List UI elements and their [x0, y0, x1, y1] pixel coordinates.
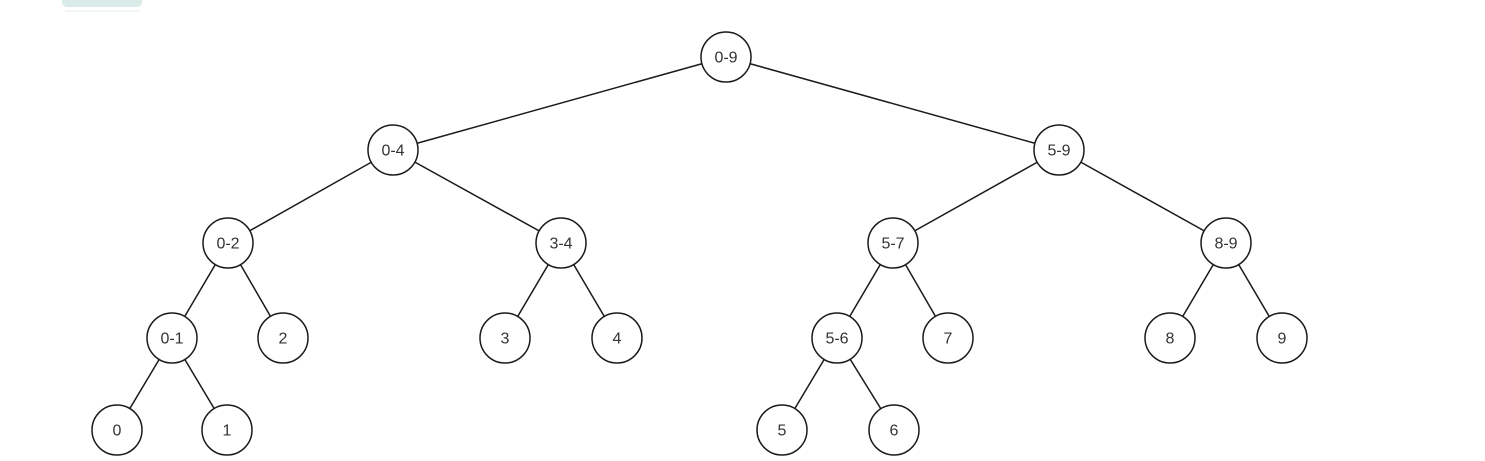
- node-label: 8: [1166, 331, 1175, 348]
- tree-node-5-7: 5-7: [867, 217, 919, 269]
- node-label: 3: [501, 331, 510, 348]
- node-circle: [756, 404, 808, 456]
- tree-edge-5-9-to-8-9: [1058, 149, 1227, 244]
- node-label: 0-4: [381, 143, 404, 160]
- node-label: 6: [890, 423, 899, 440]
- tree-edge-0-4-to-3-4: [392, 149, 562, 244]
- node-circle: [868, 404, 920, 456]
- tree-edge-5-9-to-5-7: [892, 149, 1060, 244]
- node-label: 7: [944, 331, 953, 348]
- node-circle: [867, 217, 919, 269]
- node-circle: [91, 404, 143, 456]
- tree-node-7: 7: [922, 312, 974, 364]
- node-circle: [591, 312, 643, 364]
- node-circle: [1200, 217, 1252, 269]
- tree-node-5-9: 5-9: [1033, 124, 1085, 176]
- tree-node-3: 3: [479, 312, 531, 364]
- tree-edge-0-9-to-5-9: [725, 56, 1060, 151]
- node-label: 9: [1278, 331, 1287, 348]
- tree-node-2: 2: [257, 312, 309, 364]
- tree-node-8-9: 8-9: [1200, 217, 1252, 269]
- node-label: 3-4: [549, 236, 572, 253]
- tree-node-5-6: 5-6: [811, 312, 863, 364]
- partial-button-shadow: [65, 10, 140, 12]
- tree-node-0-4: 0-4: [367, 124, 419, 176]
- node-circle: [811, 312, 863, 364]
- node-label: 5-9: [1047, 143, 1070, 160]
- tree-edge-0-4-to-0-2: [227, 149, 394, 244]
- tree-node-3-4: 3-4: [535, 217, 587, 269]
- node-circle: [201, 404, 253, 456]
- node-circle: [1033, 124, 1085, 176]
- node-circle: [922, 312, 974, 364]
- node-circle: [535, 217, 587, 269]
- node-label: 2: [279, 331, 288, 348]
- node-circle: [367, 124, 419, 176]
- node-circle: [479, 312, 531, 364]
- node-label: 0-1: [160, 331, 183, 348]
- node-circle: [146, 312, 198, 364]
- node-label: 5-7: [881, 236, 904, 253]
- node-circle: [1256, 312, 1308, 364]
- tree-edge-0-9-to-0-4: [392, 56, 727, 151]
- node-label: 0-2: [216, 236, 239, 253]
- node-circle: [202, 217, 254, 269]
- tree-node-6: 6: [868, 404, 920, 456]
- node-label: 4: [613, 331, 622, 348]
- tree-node-5: 5: [756, 404, 808, 456]
- tree-node-9: 9: [1256, 312, 1308, 364]
- tree-node-0-2: 0-2: [202, 217, 254, 269]
- node-label: 0-9: [714, 50, 737, 67]
- tree-node-0: 0: [91, 404, 143, 456]
- tree-node-8: 8: [1144, 312, 1196, 364]
- node-circle: [1144, 312, 1196, 364]
- tree-node-4: 4: [591, 312, 643, 364]
- node-label: 0: [113, 423, 122, 440]
- tree-node-0-1: 0-1: [146, 312, 198, 364]
- node-label: 5-6: [825, 331, 848, 348]
- tree-node-1: 1: [201, 404, 253, 456]
- node-circle: [257, 312, 309, 364]
- node-label: 8-9: [1214, 236, 1237, 253]
- node-label: 1: [223, 423, 232, 440]
- tree-node-0-9: 0-9: [700, 31, 752, 83]
- node-circle: [700, 31, 752, 83]
- partial-button[interactable]: [62, 0, 142, 7]
- node-label: 5: [778, 423, 787, 440]
